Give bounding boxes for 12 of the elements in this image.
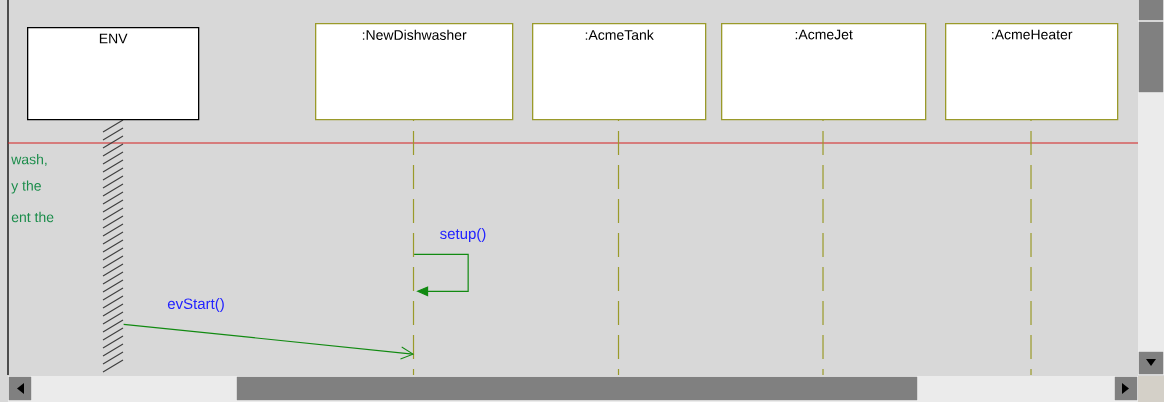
message-arrow	[413, 253, 469, 297]
comment-text: y the	[11, 180, 41, 194]
comment-text: ent the	[11, 211, 54, 223]
object-box: :NewDishwasher	[315, 23, 514, 121]
object-box: ENV	[27, 27, 200, 121]
edge-label: evStart()	[167, 298, 224, 312]
message-arrow	[123, 323, 414, 360]
object-box: :AcmeHeater	[945, 23, 1119, 121]
object-box: :AcmeJet	[721, 23, 927, 121]
edge-label: setup()	[440, 228, 486, 242]
object-box: :AcmeTank	[532, 23, 707, 121]
comment-text: wash,	[11, 154, 47, 166]
